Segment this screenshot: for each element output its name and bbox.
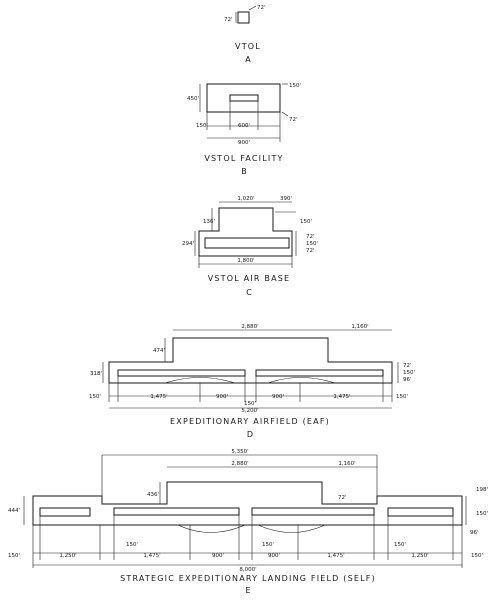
vstol-facility-top-gap: 150' (289, 83, 301, 89)
eaf-seg2: 900' (216, 394, 228, 400)
eaf-seg3: 900' (272, 394, 284, 400)
self-seg1: 1,250' (59, 553, 76, 559)
self-outline (32, 481, 463, 526)
figure-vstol-air-base: 1,020' 390' 136' 150' 294' 72' 150' 72' … (182, 196, 318, 297)
vtol-height-label: 72' (224, 17, 233, 23)
vstol-facility-runway-len: 600' (238, 123, 250, 129)
vstol-facility-height: 450' (187, 96, 199, 102)
eaf-right: 150' (396, 394, 408, 400)
self-seg4: 900' (268, 553, 280, 559)
eaf-height: 318' (90, 371, 102, 377)
self-height: 444' (8, 508, 20, 514)
eaf-taxi-curve-left (164, 377, 236, 384)
eaf-title: EXPEDITIONARY AIRFIELD (EAF) (170, 417, 330, 426)
figure-eaf: 2,880' 1,160' 474' 318' 72' 150' 96' 150… (89, 324, 415, 439)
self-mk3: 150' (394, 542, 406, 548)
vstol-air-base-r1: 72' (306, 234, 315, 240)
vstol-facility-bottom-gap: 72' (289, 117, 298, 123)
self-runway-center-right (251, 507, 375, 516)
eaf-runway-left (117, 369, 246, 377)
eaf-seg1: 1,475' (150, 394, 167, 400)
self-r1: 198' (476, 487, 488, 493)
self-r2: 150' (476, 511, 488, 517)
self-mk2: 150' (262, 542, 274, 548)
vstol-air-base-upper-height: 136' (203, 219, 215, 225)
eaf-overall: 5,200' (241, 408, 258, 414)
vstol-facility-letter: B (241, 167, 247, 176)
self-right: 150' (471, 553, 483, 559)
vstol-facility-outline (206, 83, 281, 113)
self-runway-center-left (113, 507, 240, 516)
eaf-outline (108, 337, 393, 384)
vstol-air-base-runway (204, 237, 290, 249)
eaf-letter: D (247, 430, 253, 439)
vtol-pad (237, 11, 250, 24)
self-letter: E (245, 586, 250, 595)
figure-vtol: 72' 72' VTOL A (224, 5, 266, 64)
self-seg5: 1,475' (327, 553, 344, 559)
self-upper-right: 72' (338, 495, 347, 501)
self-overall: 8,000' (239, 567, 256, 573)
self-top-overall: 5,350' (231, 449, 248, 455)
vtol-letter: A (245, 55, 251, 64)
vtol-title: VTOL (235, 42, 261, 51)
vstol-air-base-r3: 72' (306, 248, 315, 254)
eaf-upper-height: 474' (153, 348, 165, 354)
eaf-right-top: 1,160' (351, 324, 368, 330)
self-seg3: 900' (212, 553, 224, 559)
vstol-air-base-top-width: 1,020' (237, 196, 254, 202)
vstol-air-base-letter: C (246, 288, 252, 297)
eaf-taxi-curve-right (267, 377, 336, 384)
vstol-facility-left: 150' (196, 123, 208, 129)
eaf-r1: 72' (403, 363, 412, 369)
eaf-left: 150' (89, 394, 101, 400)
vstol-air-base-outline (198, 207, 293, 257)
self-mk1: 150' (126, 542, 138, 548)
vstol-air-base-title: VSTOL AIR BASE (208, 274, 291, 283)
self-top-width: 2,880' (231, 461, 248, 467)
self-runway-right (387, 507, 454, 517)
vstol-air-base-right-top: 390' (280, 196, 292, 202)
self-left: 150' (8, 553, 20, 559)
eaf-center: 150' (244, 401, 256, 407)
vstol-air-base-right-upper: 150' (300, 219, 312, 225)
vtol-width-label: 72' (257, 5, 266, 11)
vstol-facility-overall: 900' (238, 140, 250, 146)
vstol-facility-runway (229, 94, 259, 102)
eaf-seg4: 1,475' (333, 394, 350, 400)
vstol-air-base-height: 294' (182, 241, 194, 247)
eaf-runway-right (255, 369, 384, 377)
self-right-top: 1,160' (338, 461, 355, 467)
self-taxi-curve-left (177, 524, 246, 533)
eaf-r2: 150' (403, 370, 415, 376)
eaf-r3: 96' (403, 377, 412, 383)
self-seg6: 1,250' (411, 553, 428, 559)
figure-vstol-facility: 450' 150' 72' 150' 600' 900' VSTOL FACIL… (187, 83, 301, 176)
self-runway-left (39, 507, 91, 517)
self-upper-height: 436' (147, 492, 159, 498)
self-r3: 96' (470, 530, 479, 536)
eaf-top-width: 2,880' (241, 324, 258, 330)
figure-self: 5,350' 2,880' 1,160' 436' 72' 444' 198' … (8, 449, 488, 595)
self-taxi-curve-right (257, 524, 326, 533)
vstol-air-base-r2: 150' (306, 241, 318, 247)
self-title: STRATEGIC EXPEDITIONARY LANDING FIELD (S… (120, 574, 376, 583)
vstol-air-base-overall: 1,800' (237, 258, 254, 264)
vstol-facility-title: VSTOL FACILITY (204, 154, 283, 163)
self-seg2: 1,475' (143, 553, 160, 559)
